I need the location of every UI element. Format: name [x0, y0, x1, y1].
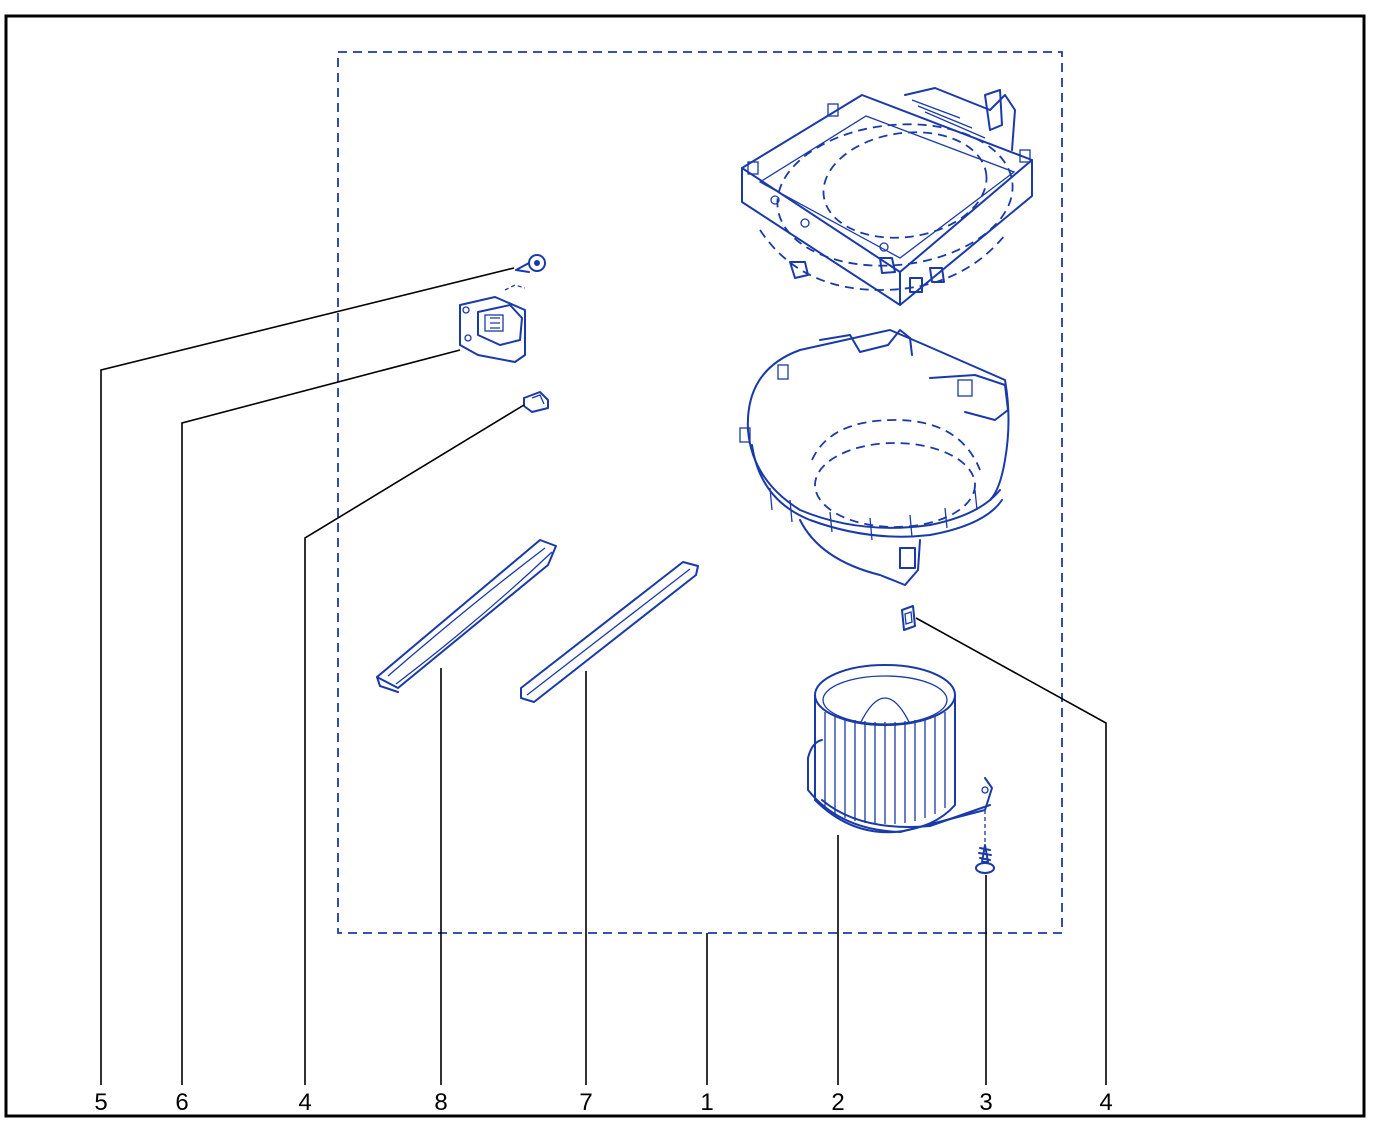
- blower-motor-2: [807, 664, 993, 850]
- clip-4-left: [523, 391, 549, 413]
- callout-6: 6: [175, 1089, 188, 1116]
- screw-3: [975, 844, 995, 874]
- lower-case-housing: [739, 329, 1010, 586]
- leader-5: [100, 267, 515, 1085]
- leader-4-right: [915, 617, 1107, 1085]
- callout-8: 8: [434, 1089, 447, 1116]
- filter-frame-8: [376, 539, 557, 693]
- callout-3: 3: [979, 1089, 992, 1116]
- leader-lines: [100, 267, 1107, 1085]
- callout-1: 1: [700, 1089, 713, 1116]
- callout-7: 7: [579, 1089, 592, 1116]
- leader-4-left: [304, 404, 525, 1085]
- blower-resistor-6: [459, 284, 526, 363]
- assembly-boundary: [337, 51, 1063, 934]
- leader-6: [181, 349, 461, 1085]
- callout-numbers: 5 6 4 8 7 1 2 3 4: [94, 1089, 1112, 1116]
- callout-4-right: 4: [1099, 1089, 1112, 1116]
- clip-4-right: [901, 605, 916, 631]
- callout-5: 5: [94, 1089, 107, 1116]
- screw-5: [515, 254, 546, 273]
- upper-case-housing: [741, 87, 1033, 306]
- seal-strip-7: [520, 561, 699, 703]
- callout-4-left: 4: [298, 1089, 311, 1116]
- callout-2: 2: [831, 1089, 844, 1116]
- diagram-border: [4, 14, 1366, 1118]
